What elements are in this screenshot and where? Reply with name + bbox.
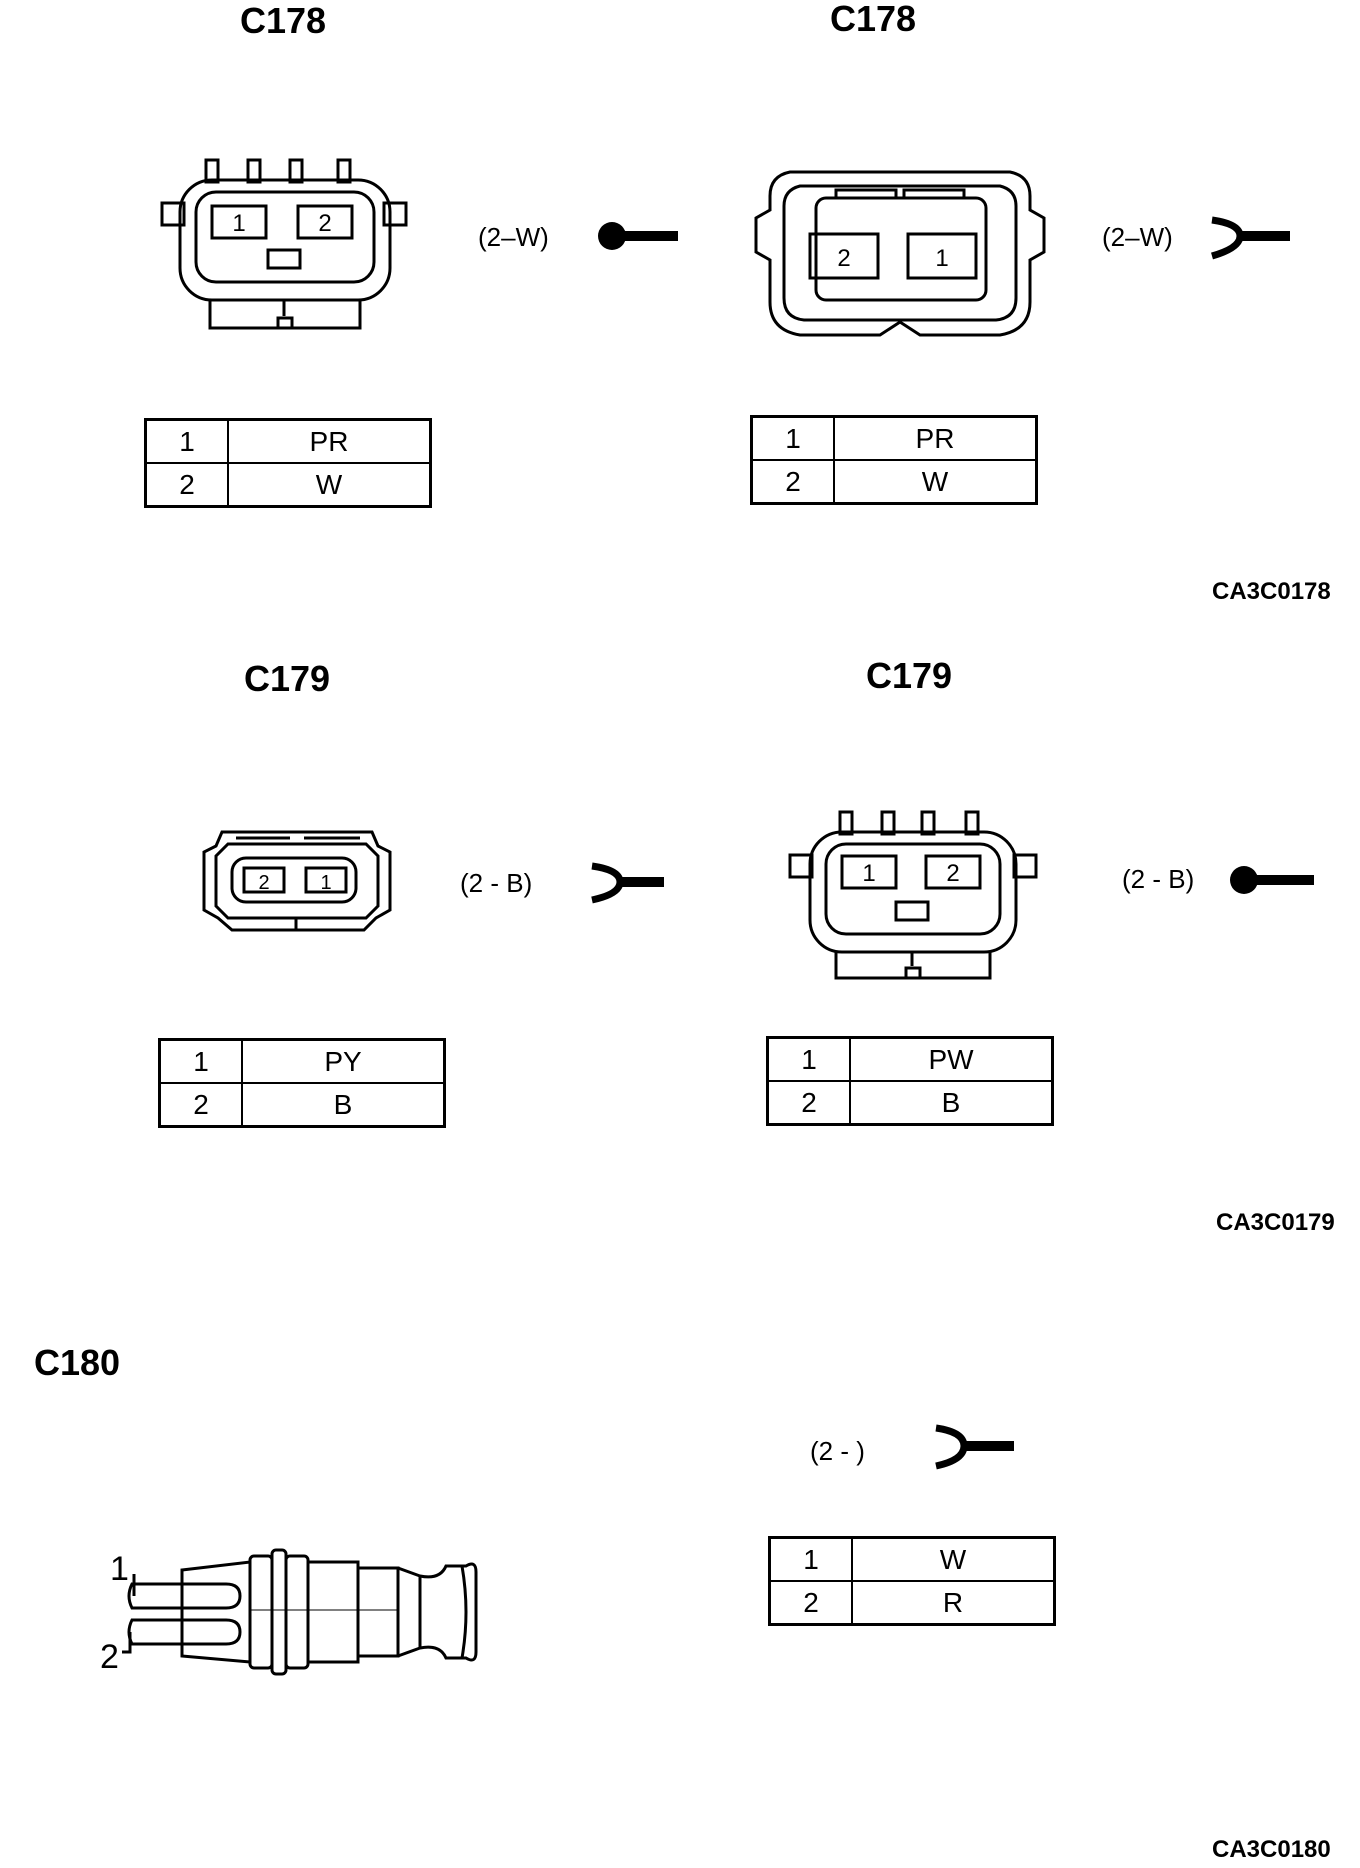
connector-title: C179	[866, 655, 953, 696]
table-row: 2 W	[144, 462, 432, 508]
table-row: 1 PY	[158, 1038, 446, 1084]
pin-label: 2	[258, 872, 269, 894]
pin-number: 1	[766, 1036, 851, 1082]
pin-number: 2	[768, 1580, 853, 1626]
pin-label: 2	[100, 1638, 119, 1676]
connector-title: C179	[244, 658, 331, 699]
connector-code: (2–W)	[478, 222, 549, 252]
pin-label: 1	[862, 860, 875, 887]
table-row: 1 W	[768, 1536, 1056, 1582]
wire-color: PR	[227, 418, 432, 464]
male-pin-terminal-icon	[1230, 866, 1314, 894]
pin-number: 2	[766, 1080, 851, 1126]
pin-label: 1	[320, 872, 331, 894]
figure-reference: CA3C0180	[1212, 1836, 1331, 1863]
table-row: 1 PR	[750, 415, 1038, 461]
pin-label: 1	[935, 245, 948, 272]
wire-color: B	[241, 1082, 446, 1128]
connector-title: C178	[240, 0, 327, 41]
pin-number: 1	[144, 418, 229, 464]
pin-number: 2	[158, 1082, 243, 1128]
table-row: 2 B	[158, 1082, 446, 1128]
pin-wire-table: 1 PR 2 W	[750, 415, 1038, 505]
connector-code: (2–W)	[1102, 222, 1173, 252]
connector-code: (2 - )	[810, 1436, 865, 1466]
figure-reference: CA3C0179	[1216, 1209, 1335, 1236]
pin-number: 1	[768, 1536, 853, 1582]
pin-wire-table: 1 PY 2 B	[158, 1038, 446, 1128]
connector-title: C180	[34, 1342, 121, 1383]
wire-color: W	[227, 462, 432, 508]
wire-color: PW	[849, 1036, 1054, 1082]
female-socket-terminal-icon	[1211, 216, 1290, 260]
pin-wire-table: 1 PW 2 B	[766, 1036, 1054, 1126]
pin-number: 1	[750, 415, 835, 461]
pin-number: 2	[750, 459, 835, 505]
male-pin-terminal-icon	[598, 222, 678, 250]
female-socket-terminal-icon	[591, 862, 664, 904]
connector-face-diagram: 1 2 2 1	[160, 158, 1290, 337]
table-row: 1 PR	[144, 418, 432, 464]
connector-face-diagram: 2 1 1 2	[202, 810, 1314, 980]
pin-wire-table: 1 PR 2 W	[144, 418, 432, 508]
wire-color: PR	[833, 415, 1038, 461]
pin-number: 2	[144, 462, 229, 508]
pin-wire-table: 1 W 2 R	[768, 1536, 1056, 1626]
wire-color: W	[833, 459, 1038, 505]
table-row: 2 B	[766, 1080, 1054, 1126]
pin-label: 2	[946, 860, 959, 887]
connector-title: C178	[830, 0, 917, 39]
table-row: 2 W	[750, 459, 1038, 505]
table-row: 2 R	[768, 1580, 1056, 1626]
table-row: 1 PW	[766, 1036, 1054, 1082]
pin-label: 1	[232, 210, 245, 237]
wire-color: PY	[241, 1038, 446, 1084]
wire-color: R	[851, 1580, 1056, 1626]
pin-label: 2	[837, 245, 850, 272]
connector-code: (2 - B)	[1122, 864, 1195, 894]
female-socket-terminal-icon	[935, 1424, 1014, 1470]
pin-number: 1	[158, 1038, 243, 1084]
connector-code: (2 - B)	[460, 868, 533, 898]
wire-color: B	[849, 1080, 1054, 1126]
pin-label: 1	[110, 1550, 129, 1588]
wire-color: W	[851, 1536, 1056, 1582]
figure-reference: CA3C0178	[1212, 578, 1331, 605]
pin-label: 2	[318, 210, 331, 237]
